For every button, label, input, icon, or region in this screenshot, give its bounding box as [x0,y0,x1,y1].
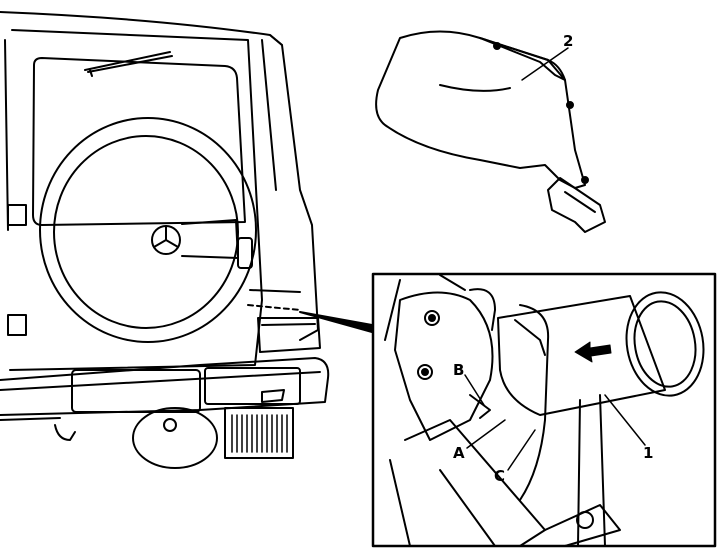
muffler-body [497,295,666,416]
detail-pointer [299,311,373,333]
leader-line-a [466,419,506,449]
body-pillar [269,34,319,341]
frame-rail [394,291,494,441]
arrow-left-icon [574,341,612,363]
exhaust-pipe [404,419,546,547]
mounting-bolt-upper [424,310,440,326]
callout-point-a: A [453,444,465,462]
vehicle-rear-view [0,11,330,469]
wiper [84,51,173,77]
heat-shield-part [375,30,606,233]
rear-door [9,29,263,371]
bracket-b [469,394,491,419]
wheel-cover-strap [181,219,239,259]
callout-point-c: C [494,467,505,485]
door-hinge-upper [7,204,27,226]
license-plate-recess [71,369,201,413]
tail-light [257,317,321,353]
rear-window [32,57,246,226]
leader-line-2 [521,47,569,81]
rear-bumper [0,357,330,416]
mud-flap-ribs [231,414,288,453]
heat-shield-body [375,30,586,189]
door-hinge-lower [7,314,27,336]
spare-wheel-rim [53,135,239,329]
leader-line-b [464,374,485,406]
mud-flap [224,407,294,459]
roof-outline [0,11,283,46]
tow-hook [54,424,76,441]
pipe-clamp [576,511,594,529]
detail-frame [371,272,717,548]
mounting-bolt-lower [417,364,433,380]
bumper-step [204,367,301,405]
hose-a [469,288,496,331]
callout-point-b: B [453,361,464,379]
spare-wheel-cover [39,117,257,343]
callout-part-1: 1 [643,444,653,462]
heat-shield-bracket [547,177,606,233]
callout-part-2: 2 [563,32,573,50]
muffler-end-cap [625,291,705,397]
rear-wheel [132,407,218,469]
detail-inset [371,272,717,548]
hose-c [519,304,550,501]
leader-line-1 [604,394,646,446]
door-handle [237,237,253,269]
leader-line-c [507,429,536,471]
